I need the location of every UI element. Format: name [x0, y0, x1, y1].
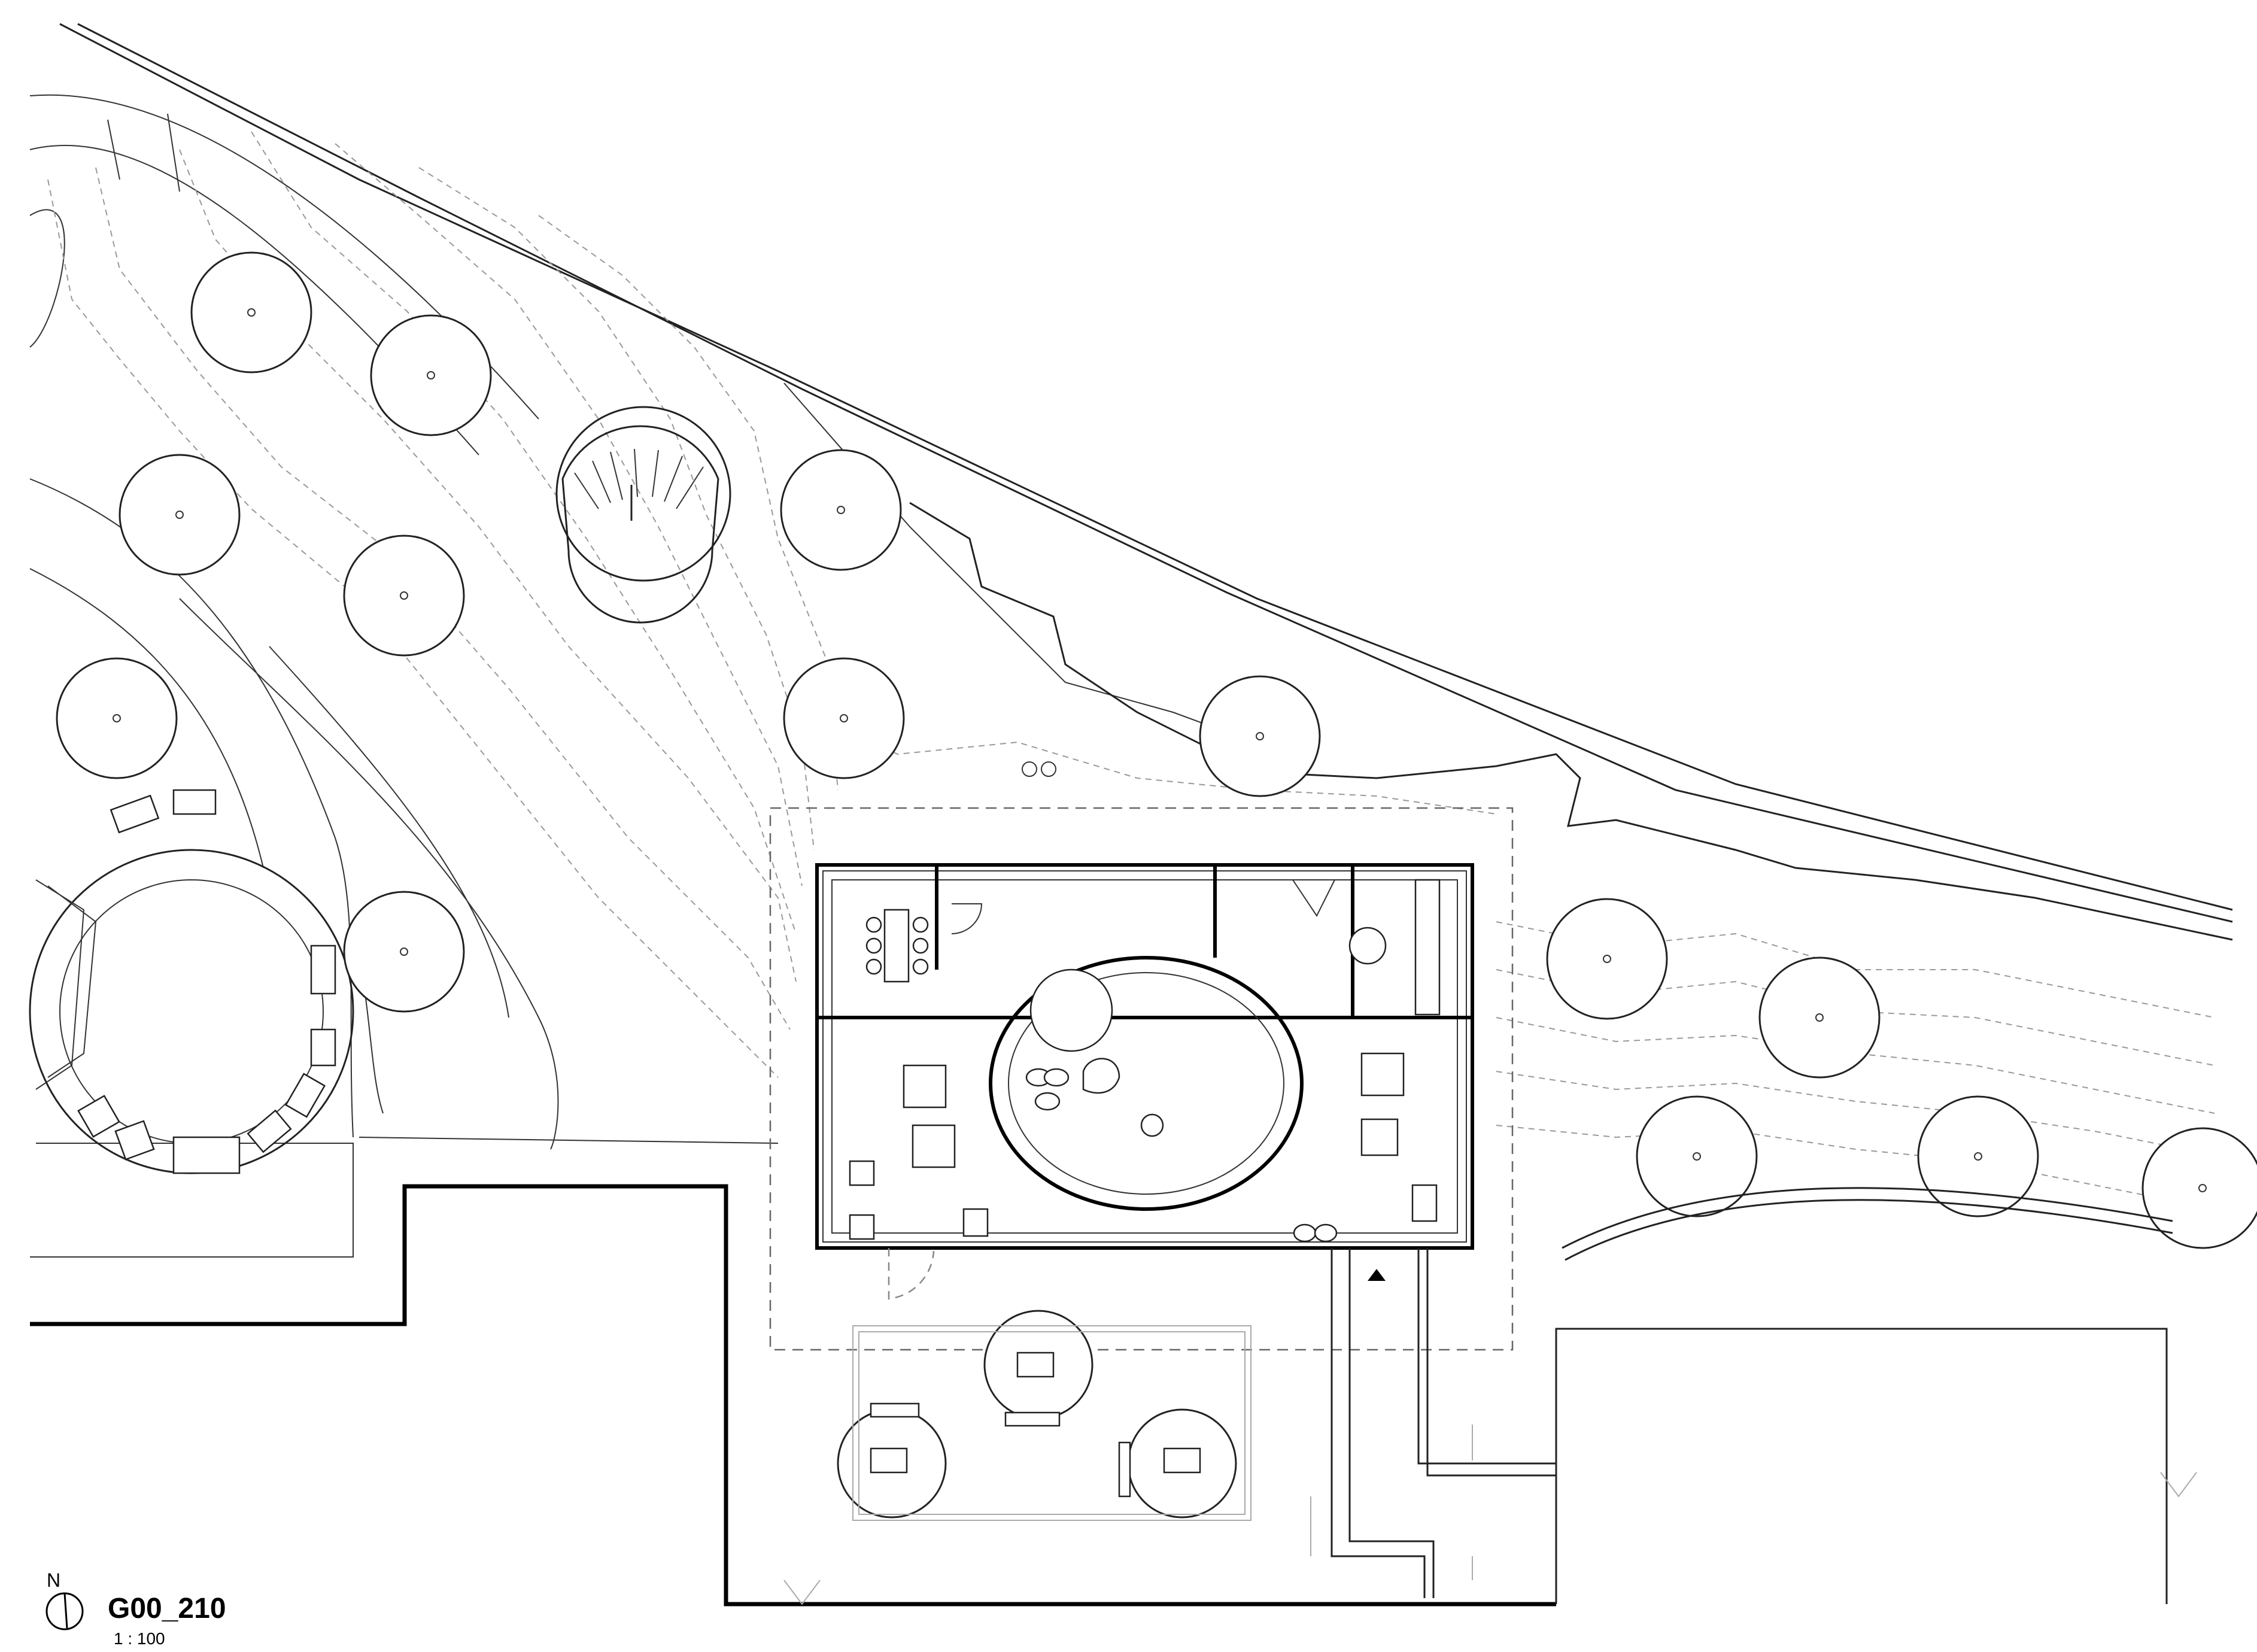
north-arrow-icon [45, 1592, 84, 1630]
building-envelope-dashed [769, 807, 1514, 1351]
tree-icon [1636, 1095, 1758, 1217]
house-plan [815, 863, 1474, 1250]
trees [56, 251, 2257, 1519]
round-amphitheatre [555, 406, 731, 624]
curved-bench [1562, 1187, 2173, 1261]
tree-icon [343, 891, 465, 1013]
lower-terrace [852, 1325, 1251, 1521]
tree-icon [1917, 1095, 2039, 1217]
entrance-triangle-icon [1368, 1269, 1386, 1281]
tree-centres [113, 308, 2207, 1192]
title-block [42, 1568, 102, 1637]
drawing-code: G00_210 [108, 1593, 226, 1624]
drawing-scale: 1 : 100 [114, 1629, 165, 1648]
tree-icon [2141, 1127, 2257, 1249]
entrance-walkway [1310, 1248, 1556, 1598]
contour-lines [47, 131, 2215, 1210]
neighbouring-building [1555, 1328, 2168, 1604]
door-swings [783, 1248, 2197, 1605]
site-boundary-wall [30, 1184, 1556, 1607]
circular-pavilion [29, 789, 354, 1174]
tree-icon [119, 454, 241, 576]
tree-icon [343, 535, 465, 657]
tree-icon [1758, 956, 1881, 1079]
tree-icon [56, 657, 178, 779]
tree-icon [783, 657, 905, 779]
tree-icon [1546, 898, 1668, 1020]
tree-icon [1199, 675, 1321, 797]
tree-icon [190, 251, 312, 373]
tree-icon [780, 449, 902, 571]
north-label: N [47, 1569, 61, 1591]
tree-icon [370, 314, 492, 436]
